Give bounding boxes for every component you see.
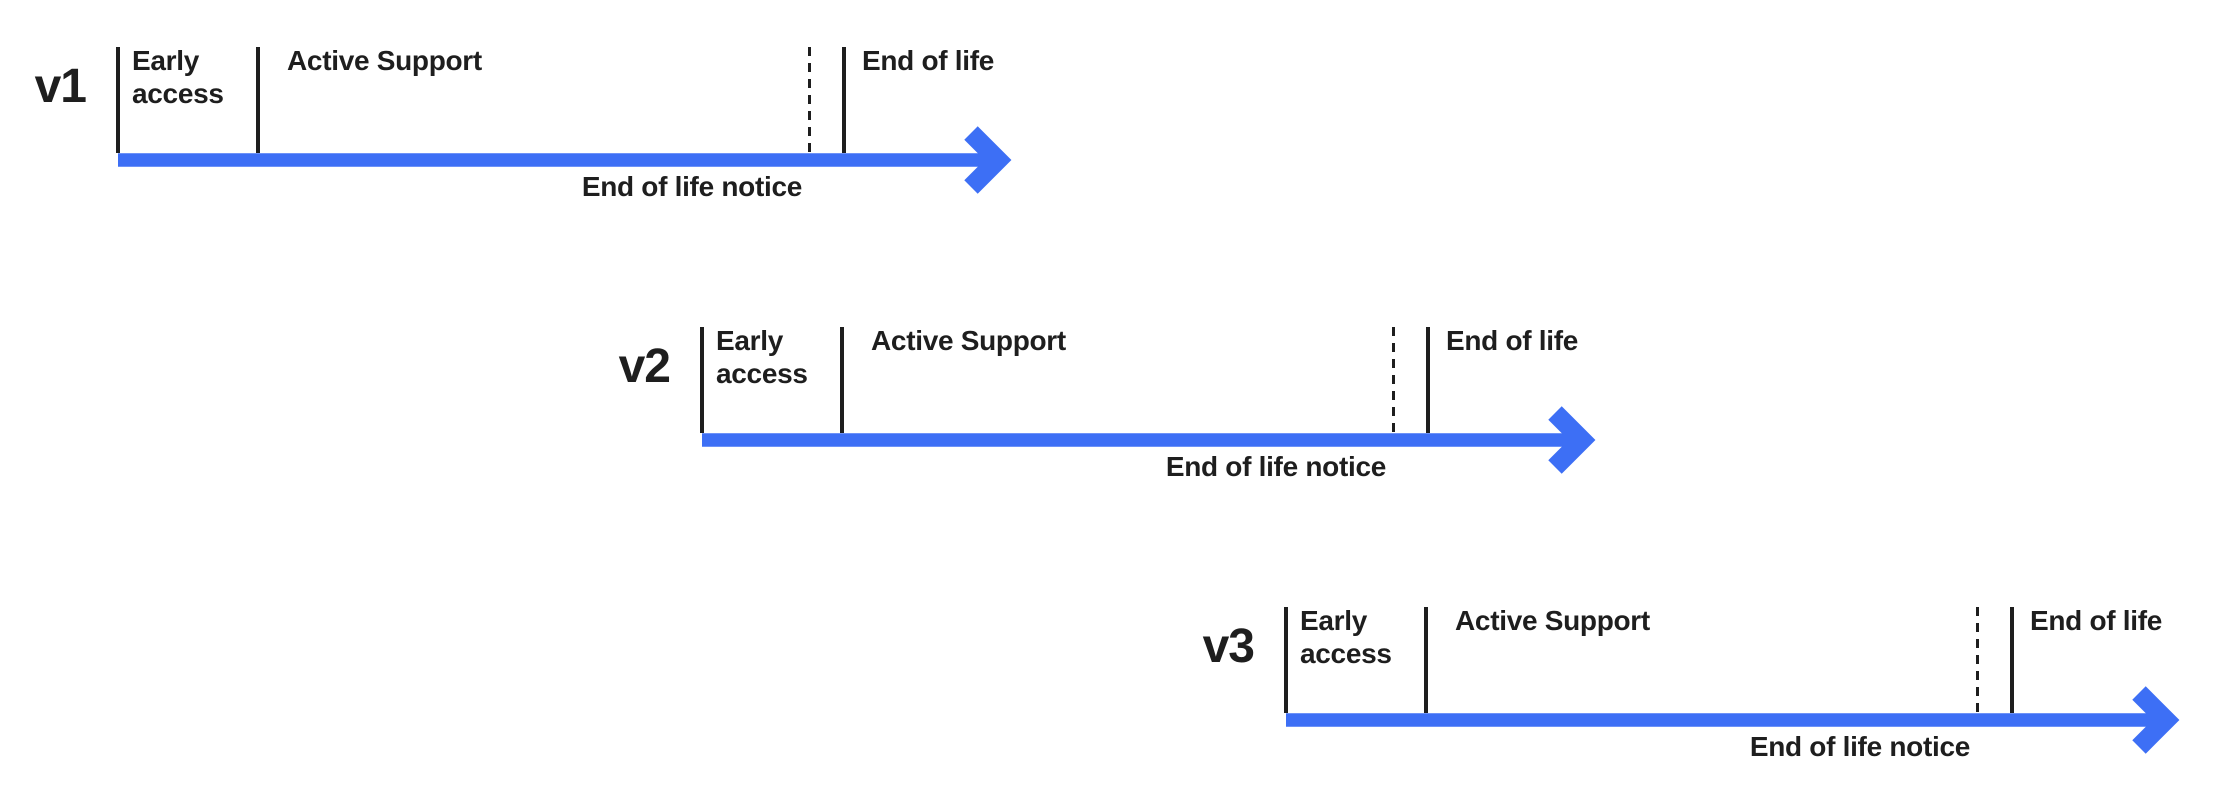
end-of-life-tick [2010, 607, 2014, 713]
end-of-life-label: End of life [862, 45, 995, 76]
early-access-start-tick [1284, 607, 1288, 713]
timeline-v1: v1 Early access Active Support End of li… [18, 0, 1078, 212]
timeline-arrow [702, 406, 1596, 474]
early-access-label: Early access [716, 325, 808, 389]
end-of-life-label: End of life [1446, 325, 1579, 356]
end-of-life-notice-label: End of life notice [1165, 451, 1386, 482]
eol-notice-dashed-line [808, 47, 811, 153]
version-label: v3 [1202, 620, 1255, 673]
end-of-life-tick [1426, 327, 1430, 433]
early-access-start-tick [116, 47, 120, 153]
end-of-life-label: End of life [2030, 605, 2163, 636]
eol-notice-dashed-line [1392, 327, 1395, 433]
end-of-life-notice-label: End of life notice [581, 171, 802, 202]
version-label: v2 [618, 340, 671, 393]
active-support-label: Active Support [287, 45, 482, 76]
early-access-label: Early access [1300, 605, 1392, 669]
end-of-life-notice-label: End of life notice [1749, 731, 1970, 762]
timeline-v2: v2 Early access Active Support End of li… [602, 280, 1662, 492]
active-support-label: Active Support [871, 325, 1066, 356]
eol-notice-dashed-line [1976, 607, 1979, 713]
active-support-start-tick [840, 327, 844, 433]
active-support-start-tick [256, 47, 260, 153]
active-support-label: Active Support [1455, 605, 1650, 636]
active-support-start-tick [1424, 607, 1428, 713]
end-of-life-tick [842, 47, 846, 153]
early-access-label: Early access [132, 45, 224, 109]
timeline-v3: v3 Early access Active Support End of li… [1186, 560, 2228, 772]
timeline-arrow [1286, 686, 2180, 754]
early-access-start-tick [700, 327, 704, 433]
version-label: v1 [34, 60, 87, 113]
timeline-arrow [118, 126, 1012, 194]
